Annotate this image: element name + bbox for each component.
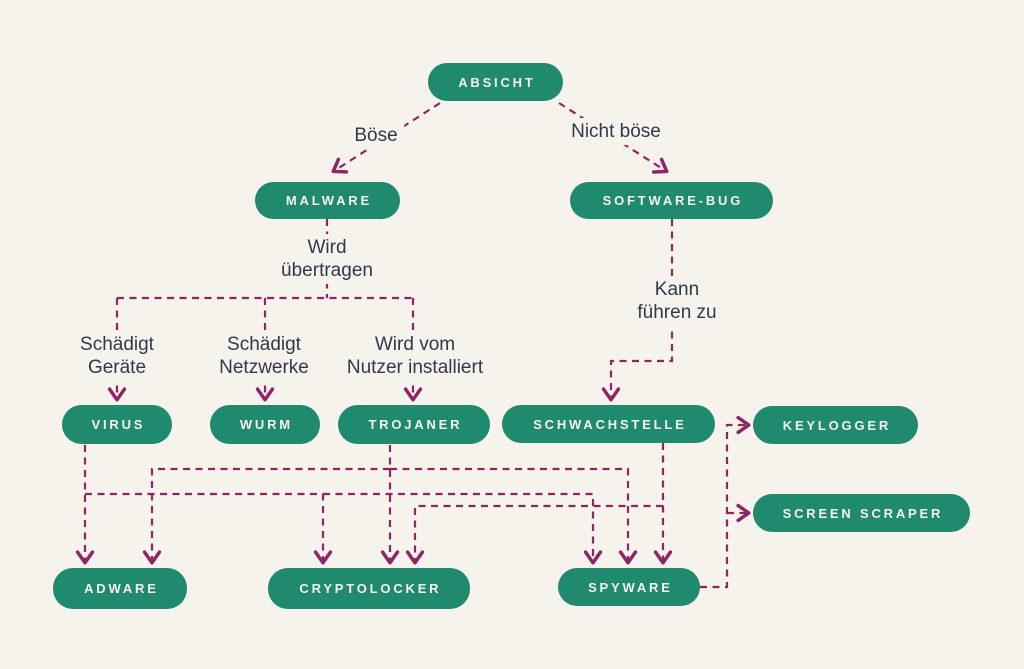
node-absicht: ABSICHT [428, 63, 563, 101]
edge-schwachstelle-cryptolocker [405, 504, 663, 565]
node-keylogger: KEYLOGGER [753, 406, 918, 444]
edge-label-boese: Böse [347, 122, 405, 149]
node-adware: ADWARE [53, 568, 187, 609]
edge-trojaner-spyware [390, 467, 638, 565]
edge-label-nicht-boese: Nicht böse [564, 118, 668, 145]
edge-label-schaedigt-netzwerke: Schädigt Netzwerke [212, 331, 316, 381]
edge-spyware-keylogger [700, 415, 751, 589]
edge-label-kann-fuehren-zu: Kann führen zu [630, 276, 724, 326]
node-spyware: SPYWARE [558, 568, 700, 606]
node-malware: MALWARE [255, 182, 400, 219]
edge-label-schaedigt-geraete: Schädigt Geräte [73, 331, 161, 381]
edge-virus-spyware [323, 492, 603, 565]
node-software-bug: SOFTWARE-BUG [570, 182, 773, 219]
node-trojaner: TROJANER [338, 405, 490, 444]
edge-label-wird-uebertragen: Wird übertragen [274, 234, 380, 284]
node-virus: VIRUS [62, 405, 172, 444]
edge-label-wird-vom-nutzer: Wird vom Nutzer installiert [339, 331, 491, 381]
node-cryptolocker: CRYPTOLOCKER [268, 568, 470, 609]
node-wurm: WURM [210, 405, 320, 444]
edge-trojaner-adware [142, 467, 390, 565]
node-screen-scraper: SCREEN SCRAPER [753, 494, 970, 532]
node-schwachstelle: SCHWACHSTELLE [502, 405, 715, 443]
edge-virus-cryptolocker [85, 492, 333, 565]
